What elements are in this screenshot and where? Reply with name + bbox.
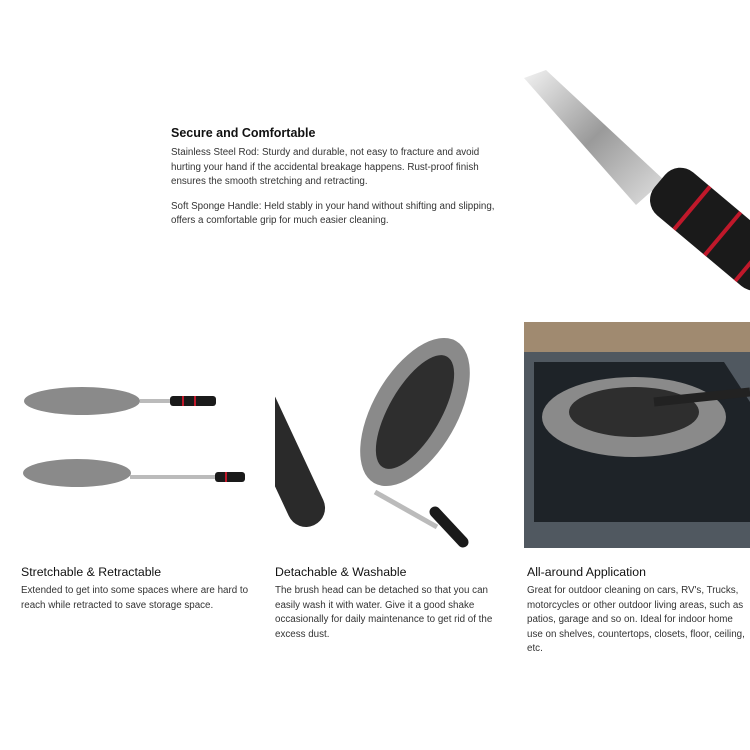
car-application-image <box>524 322 750 548</box>
detachable-head-image <box>275 322 495 548</box>
feature-paragraph-handle: Soft Sponge Handle: Held stably in your … <box>171 200 495 227</box>
column-text-application: Great for outdoor cleaning on cars, RV's… <box>527 585 745 655</box>
column-title-application: All-around Application <box>527 565 646 579</box>
column-text-detachable: The brush head can be detached so that y… <box>275 585 493 640</box>
handle-closeup-image <box>524 70 750 295</box>
column-title-detachable: Detachable & Washable <box>275 565 407 579</box>
feature-paragraph-rod: Stainless Steel Rod: Sturdy and durable,… <box>171 147 480 188</box>
column-text-stretchable: Extended to get into some spaces where a… <box>21 585 249 611</box>
feature-description: Stainless Steel Rod: Sturdy and durable,… <box>171 146 501 229</box>
feature-title: Secure and Comfortable <box>171 126 316 140</box>
stretchable-duster-image <box>22 375 246 530</box>
column-title-stretchable: Stretchable & Retractable <box>21 565 162 579</box>
